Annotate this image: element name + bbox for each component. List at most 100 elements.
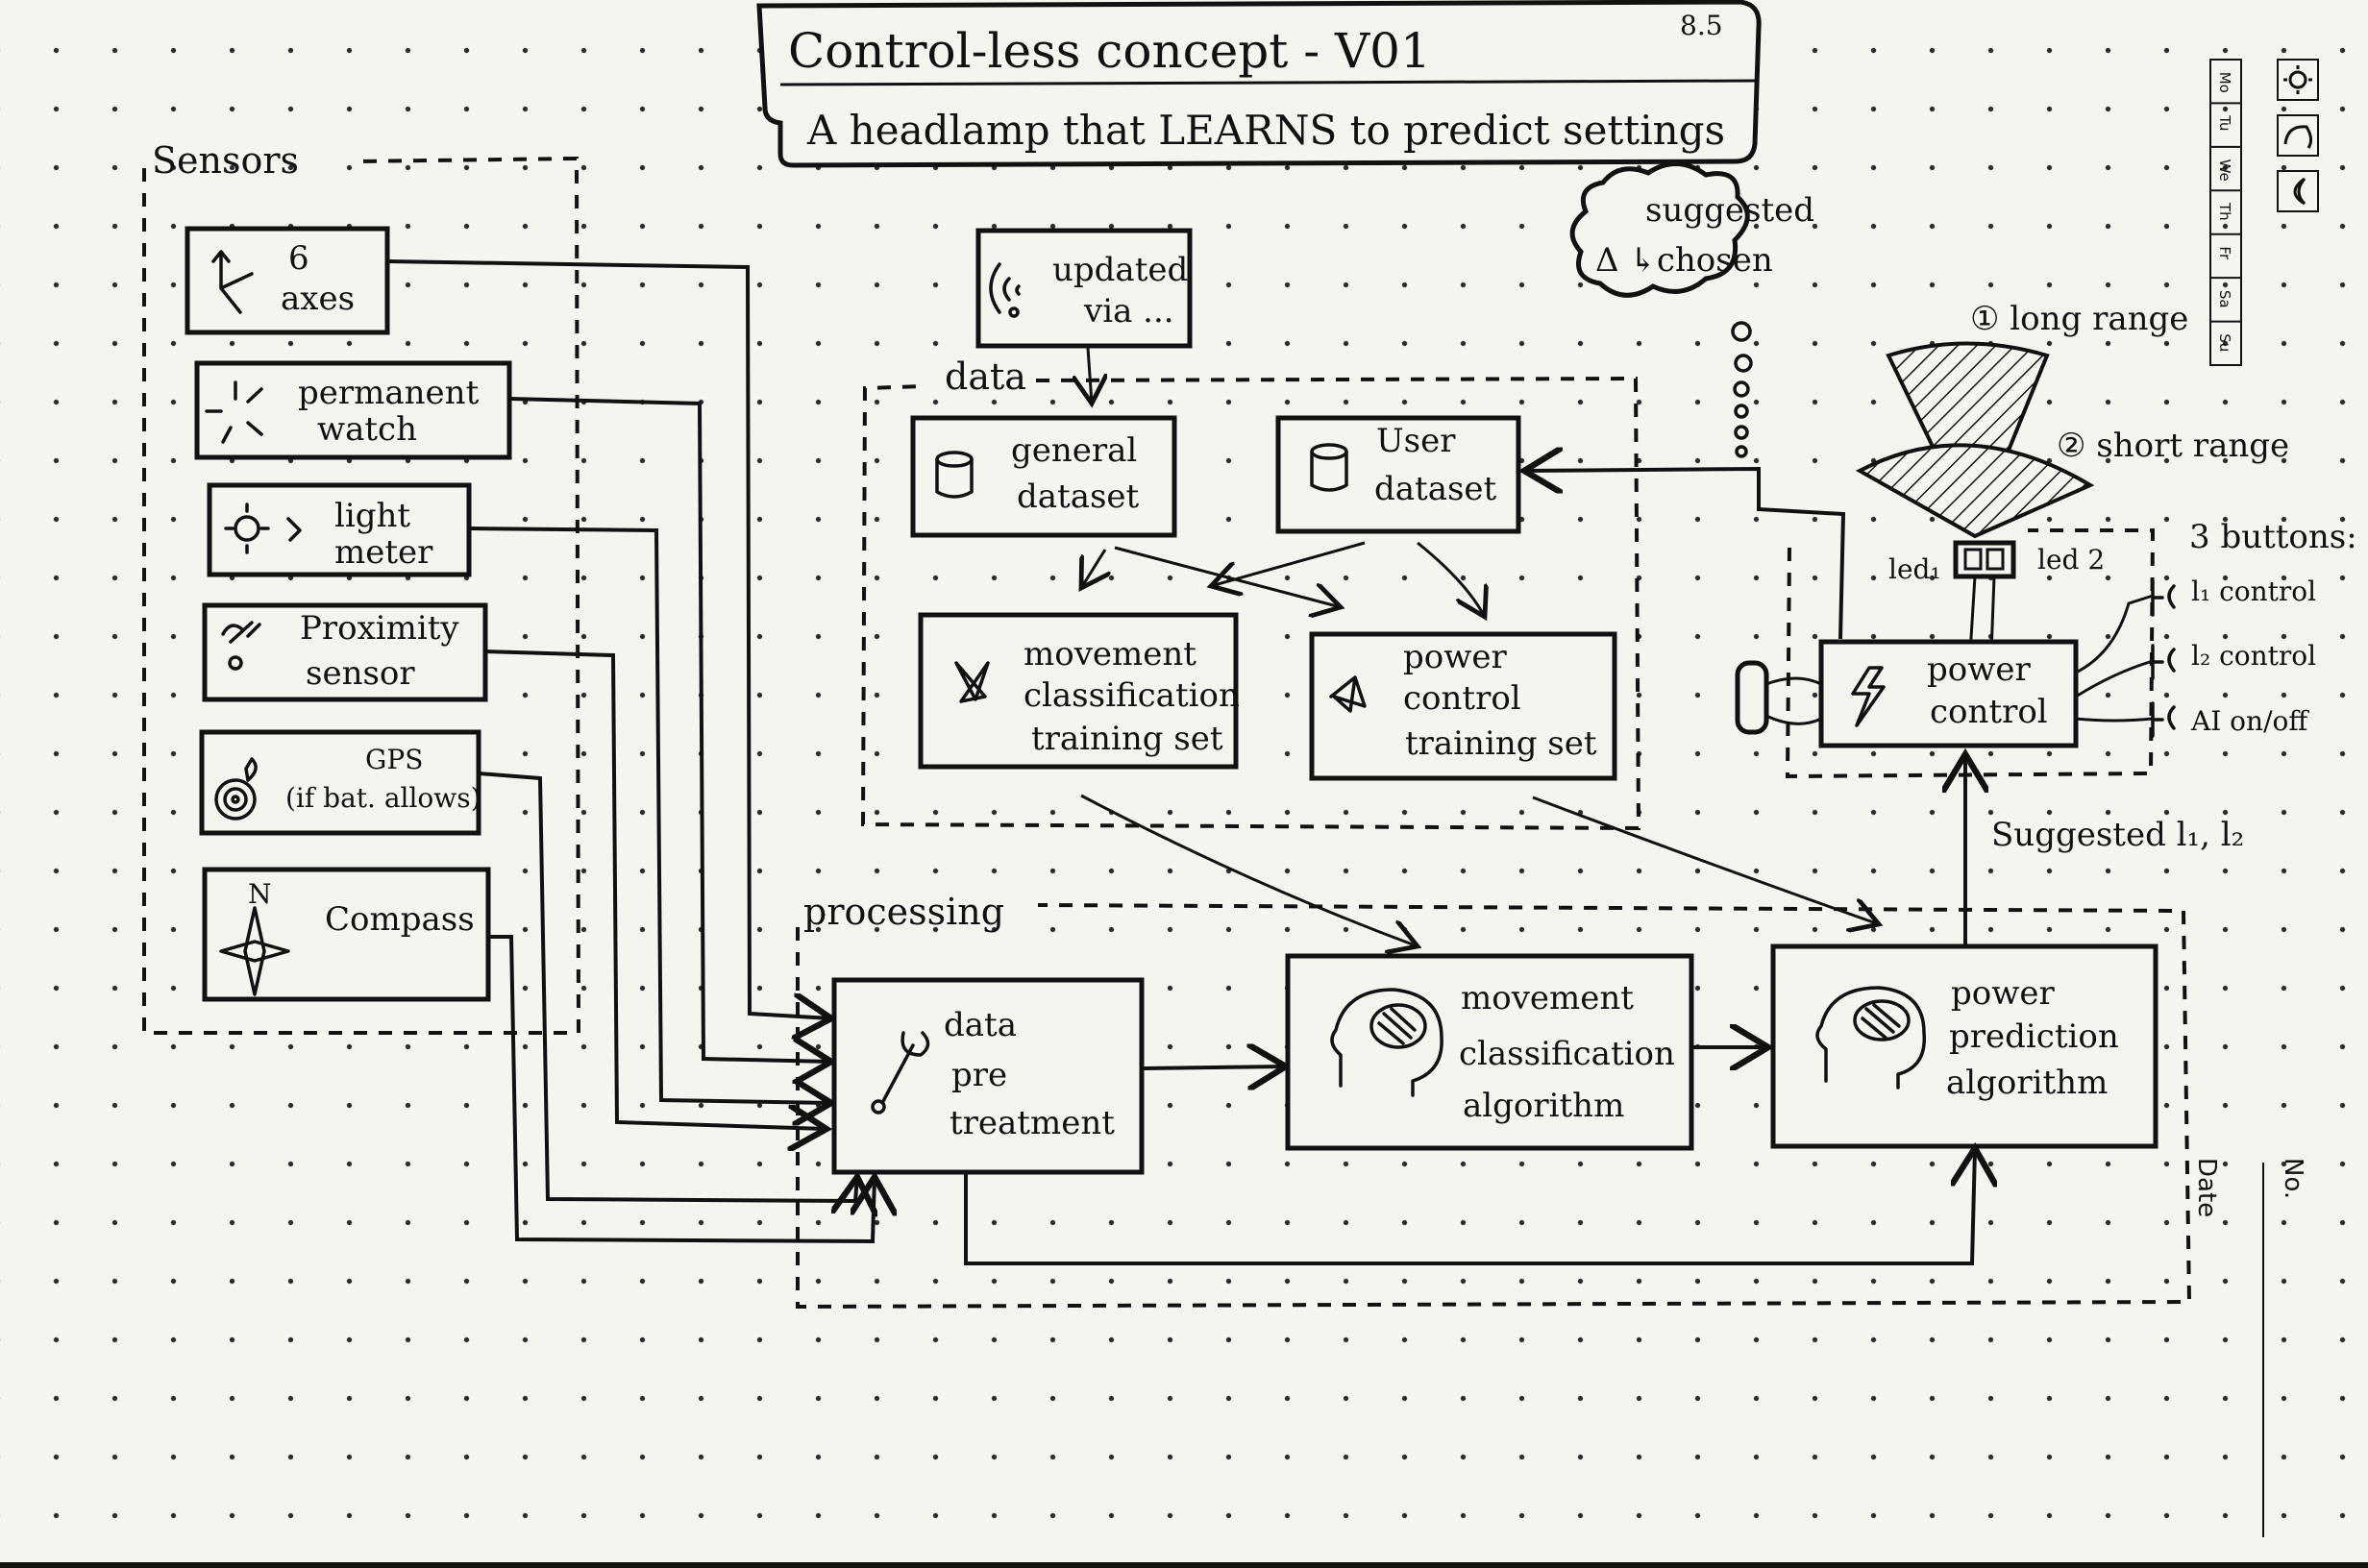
svg-text:Compass: Compass: [325, 900, 475, 939]
movement-algorithm-box: movement classification algorithm: [1285, 953, 1694, 1151]
button-l2-icon: [2151, 644, 2176, 680]
svg-text:pre: pre: [951, 1056, 1007, 1094]
svg-text:sensor: sensor: [306, 654, 415, 693]
svg-text:via ...: via ...: [1083, 292, 1174, 331]
svg-text:control: control: [1930, 693, 2048, 731]
suggested-chosen-cloud: suggested Δ ↳chosen: [1569, 161, 1814, 298]
user-dataset-box: User dataset: [1275, 415, 1521, 534]
axes-icon: [211, 250, 254, 314]
thought-bubbles: [1731, 321, 1753, 458]
general-dataset-box: general dataset: [910, 415, 1177, 538]
processing-group: processing data pre treatment movement c…: [796, 794, 2192, 1310]
svg-text:GPS: GPS: [365, 744, 423, 775]
data-group: data updated via ... general dataset: [860, 228, 1641, 831]
svg-text:algorithm: algorithm: [1946, 1064, 2108, 1102]
svg-text:axes: axes: [281, 280, 355, 318]
beam-long-range: ① long range: [1886, 300, 2188, 538]
sensor-permanent-watch: permanent watch: [194, 360, 512, 460]
wifi-icon: [989, 262, 1021, 318]
svg-text:(if bat. allows): (if bat. allows): [285, 782, 481, 814]
svg-text:training set: training set: [1405, 724, 1597, 763]
day-label-th: Th: [2216, 202, 2233, 221]
svg-text:movement: movement: [1024, 635, 1196, 674]
day-label-su: Su: [2216, 333, 2233, 352]
data-pretreatment-box: data pre treatment: [831, 977, 1145, 1175]
button-ai-icon: [2151, 701, 2176, 738]
led-module: led₁ led 2: [1888, 540, 2105, 654]
svg-text:② short range: ② short range: [2057, 427, 2289, 465]
sensors-group: Sensors 6 axes permanent watch lig: [142, 139, 581, 1035]
title-box: Control-less concept - V01 A headlamp th…: [756, 0, 1762, 168]
page-subtitle: A headlamp that LEARNS to predict settin…: [806, 107, 1725, 154]
day-label-tu: Tu: [2216, 114, 2233, 131]
data-group-label: data: [945, 355, 1026, 398]
page-margin: No. Date: [2192, 1158, 2307, 1537]
svg-text:dataset: dataset: [1374, 470, 1497, 508]
day-label-sa: Sa: [2216, 290, 2233, 308]
svg-text:classification: classification: [1459, 1035, 1675, 1073]
svg-text:permanent: permanent: [298, 374, 480, 412]
svg-text:N: N: [248, 878, 272, 910]
svg-text:AI on/off: AI on/off: [2190, 705, 2309, 737]
day-label-mo: Mo: [2216, 72, 2233, 93]
svg-text:6: 6: [288, 239, 309, 278]
svg-text:led₁: led₁: [1888, 553, 1941, 585]
svg-text:general: general: [1011, 431, 1137, 470]
updated-via-box: updated via ...: [975, 228, 1193, 349]
lightning-icon: [1851, 666, 1886, 727]
sensor-proximity: Proximity sensor: [202, 602, 488, 702]
no-label: No.: [2279, 1158, 2307, 1199]
svg-text:User: User: [1376, 422, 1456, 460]
svg-text:3 buttons:: 3 buttons:: [2189, 518, 2357, 556]
sensors-group-label: Sensors: [152, 139, 299, 182]
sensor-wires: [386, 259, 875, 1244]
day-label-we: We: [2216, 159, 2233, 182]
network-icon: [954, 661, 990, 703]
day-label-fr: Fr: [2216, 246, 2233, 260]
beam-short-range: ② short range: [1855, 427, 2289, 539]
suggested-levels-label: Suggested l₁, l₂: [1991, 816, 2244, 854]
svg-text:updated: updated: [1052, 251, 1188, 289]
brain-head-icon: [1815, 986, 1926, 1090]
svg-text:training set: training set: [1031, 720, 1223, 758]
svg-text:control: control: [1403, 679, 1521, 718]
svg-text:power: power: [1403, 638, 1507, 676]
database-icon: [935, 451, 974, 499]
compass-rose-icon: N: [219, 878, 290, 996]
svg-text:watch: watch: [317, 410, 417, 449]
svg-text:power: power: [1951, 974, 2055, 1013]
svg-text:classification: classification: [1024, 676, 1240, 715]
svg-text:movement: movement: [1461, 979, 1634, 1017]
svg-text:Δ ↳chosen: Δ ↳chosen: [1595, 241, 1773, 280]
svg-text:l₂ control: l₂ control: [2191, 640, 2316, 672]
sun-icon: [2283, 65, 2312, 94]
svg-text:meter: meter: [334, 533, 433, 572]
movement-training-set-box: movement classification training set: [918, 612, 1240, 770]
svg-text:data: data: [944, 1006, 1017, 1044]
sensor-6-axes: 6 axes: [185, 226, 390, 335]
sensor-gps: GPS (if bat. allows): [199, 729, 481, 836]
sensor-light-meter: light meter: [207, 482, 472, 577]
power-training-set-box: power control training set: [1309, 631, 1617, 781]
svg-text:power: power: [1927, 650, 2031, 689]
sensor-compass: N Compass: [202, 867, 491, 1002]
svg-text:Proximity: Proximity: [300, 609, 459, 648]
date-label: Date: [2192, 1158, 2221, 1217]
battery-plug: [1735, 660, 1822, 735]
page-title: Control-less concept - V01: [788, 23, 1431, 79]
power-algorithm-box: power prediction algorithm: [1770, 943, 2158, 1149]
processing-group-label: processing: [803, 891, 1004, 933]
sun-icon: [224, 502, 302, 554]
power-control-box: power control: [1818, 639, 2079, 748]
svg-text:light: light: [334, 497, 410, 535]
button-l1-icon: [2151, 579, 2176, 617]
wrench-icon: [871, 1031, 930, 1115]
svg-text:prediction: prediction: [1949, 1017, 2119, 1056]
page-number: 8.5: [1680, 10, 1723, 41]
svg-text:treatment: treatment: [950, 1104, 1115, 1142]
gps-target-icon: [214, 757, 258, 821]
moon-icon: [2293, 177, 2306, 206]
cloud-sun-icon: [2283, 125, 2313, 149]
